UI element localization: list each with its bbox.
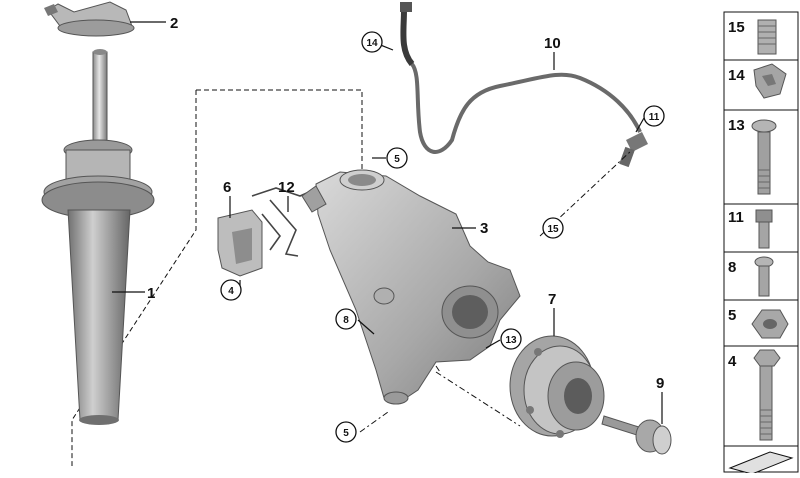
- callout-2: 2: [170, 15, 178, 32]
- legend-label-8: 8: [728, 259, 736, 276]
- circled-callout-4: 4: [220, 279, 242, 301]
- legend-label-13: 13: [728, 117, 745, 134]
- callout-9: 9: [656, 375, 664, 392]
- circled-callout-5-bottom: 5: [335, 421, 357, 443]
- long-hex-bolt-icon: [753, 349, 781, 441]
- bracket-6: [217, 209, 263, 277]
- svg-text:11: 11: [649, 112, 660, 123]
- steering-knuckle: [301, 169, 521, 405]
- svg-text:8: 8: [343, 315, 349, 326]
- torx-bolt-icon: [751, 119, 777, 195]
- svg-text:13: 13: [505, 335, 517, 346]
- clip-icon: [753, 63, 787, 99]
- circled-callout-14: 14: [361, 31, 383, 53]
- parts-legend: 15 14 13 11 8 5 4: [723, 11, 799, 475]
- callout-1: 1: [147, 285, 155, 302]
- legend-label-15: 15: [728, 19, 745, 36]
- legend-label-5: 5: [728, 307, 736, 324]
- hub-bolt: [601, 415, 672, 455]
- hex-nut-icon: [751, 309, 789, 339]
- svg-text:4: 4: [228, 286, 234, 297]
- top-mount: [44, 1, 135, 37]
- svg-text:15: 15: [547, 224, 559, 235]
- kit-box-icon: [728, 451, 794, 475]
- sleeve-icon: [757, 19, 777, 55]
- callout-12: 12: [278, 179, 295, 196]
- short-bolt-icon: [754, 256, 774, 297]
- circled-callout-15: 15: [542, 217, 564, 239]
- legend-label-11: 11: [728, 209, 744, 226]
- svg-text:14: 14: [366, 38, 378, 49]
- legend-label-4: 4: [728, 353, 737, 370]
- callout-6: 6: [223, 179, 231, 196]
- socket-bolt-icon: [755, 209, 773, 249]
- callout-10: 10: [544, 35, 561, 52]
- shock-absorber: [41, 49, 155, 425]
- callout-7: 7: [548, 291, 556, 308]
- wheel-hub: [509, 335, 605, 438]
- circled-callout-8: 8: [335, 308, 357, 330]
- circled-callout-5-top: 5: [386, 147, 408, 169]
- legend-label-14: 14: [728, 67, 745, 84]
- dashed-leaders: [359, 149, 633, 433]
- callout-3: 3: [480, 220, 488, 237]
- svg-text:5: 5: [343, 428, 349, 439]
- circled-callout-13: 13: [500, 328, 522, 350]
- circled-callout-11: 11: [643, 105, 665, 127]
- abs-sensor-cable: [400, 2, 648, 168]
- svg-text:5: 5: [394, 154, 400, 165]
- assembly-outline: [71, 89, 363, 466]
